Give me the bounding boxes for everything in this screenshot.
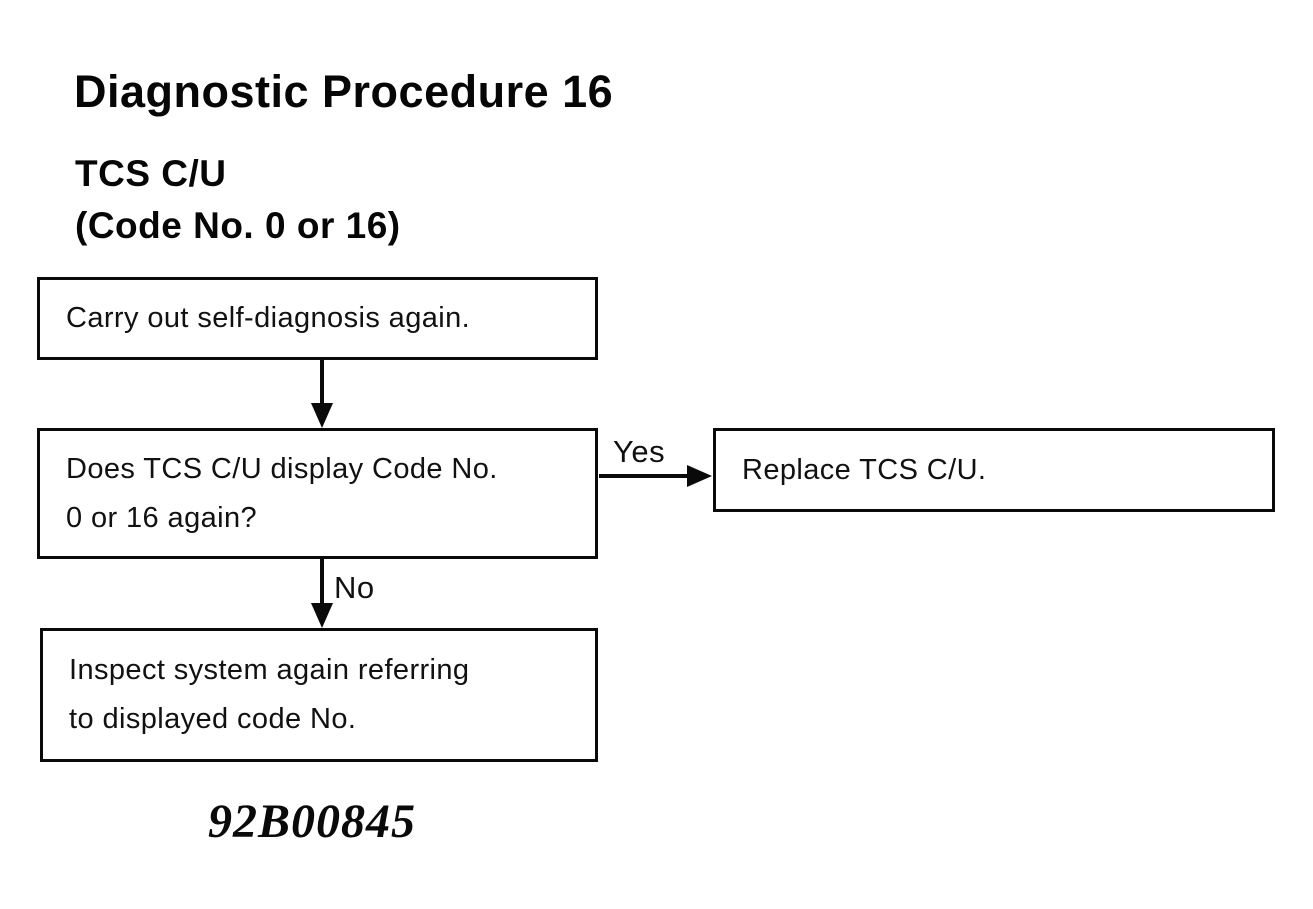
subtitle-code-label: (Code No. 0 or 16) [75, 205, 401, 246]
flow-node-decision-text-line2: 0 or 16 again? [66, 501, 258, 534]
flow-node-inspect-text-line2: to displayed code No. [69, 703, 357, 735]
flow-node-inspect-result: Inspect system again referring to displa… [40, 628, 598, 762]
flow-node-decision: Does TCS C/U display Code No. 0 or 16 ag… [37, 428, 598, 559]
subtitle-system-label: TCS C/U [75, 153, 227, 194]
flow-node-replace-text: Replace TCS C/U. [742, 453, 987, 486]
page-title: Diagnostic Procedure 16 [74, 66, 614, 117]
edge-label-no: No [334, 570, 375, 605]
flow-node-step1-text: Carry out self-diagnosis again. [66, 302, 471, 334]
arrow-decision-to-inspect [311, 559, 333, 628]
edge-label-yes: Yes [613, 434, 666, 469]
arrow-step1-to-decision [311, 359, 333, 428]
flow-node-decision-text-line1: Does TCS C/U display Code No. [66, 452, 498, 485]
figure-code: 92B00845 [208, 795, 417, 848]
flow-node-step1: Carry out self-diagnosis again. [37, 277, 598, 360]
flow-node-replace-result: Replace TCS C/U. [713, 428, 1275, 512]
flow-node-inspect-text-line1: Inspect system again referring [69, 654, 470, 686]
procedure-subtitle: TCS C/U (Code No. 0 or 16) [75, 148, 401, 252]
